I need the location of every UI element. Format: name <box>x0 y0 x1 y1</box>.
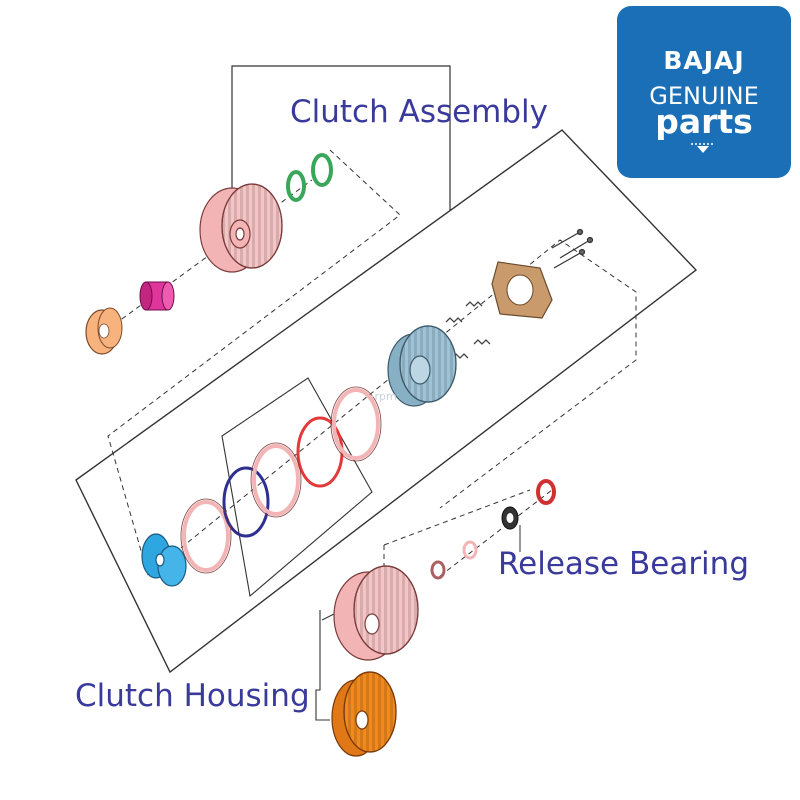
screws <box>551 228 594 269</box>
center-hub <box>141 533 187 587</box>
friction-plate-group-outline <box>221 377 373 598</box>
bajaj-genuine-parts-logo: BAJAJ GENUINE parts <box>617 6 791 178</box>
logo-line2: parts <box>655 102 753 141</box>
assembly-group-outline <box>75 129 698 674</box>
release-bearing-label: Release Bearing <box>498 546 749 582</box>
housing-leader-line <box>315 610 330 721</box>
clutch-assembly-label: Clutch Assembly <box>290 94 549 130</box>
clutch-housing-label: Clutch Housing <box>75 678 310 714</box>
clutch-housing <box>333 565 419 661</box>
clutch-hub <box>387 325 457 407</box>
friction-plate-outlines <box>180 386 382 574</box>
logo-arrow-icon <box>691 143 715 153</box>
release-bearing <box>430 479 556 580</box>
logo-brand: BAJAJ <box>663 46 745 75</box>
primary-gear <box>331 671 397 757</box>
friction-plates <box>182 388 380 572</box>
magenta-spacer <box>139 281 175 311</box>
watermark-text: ·rpm <box>371 390 397 403</box>
assembly-axes <box>99 149 637 600</box>
logo-line1: GENUINE <box>649 82 759 110</box>
pressure-plate <box>491 261 553 319</box>
orange-washer <box>85 307 123 355</box>
assembly-leader-line <box>231 65 451 210</box>
green-rings <box>286 153 333 202</box>
clutch-drum-top <box>199 183 283 273</box>
